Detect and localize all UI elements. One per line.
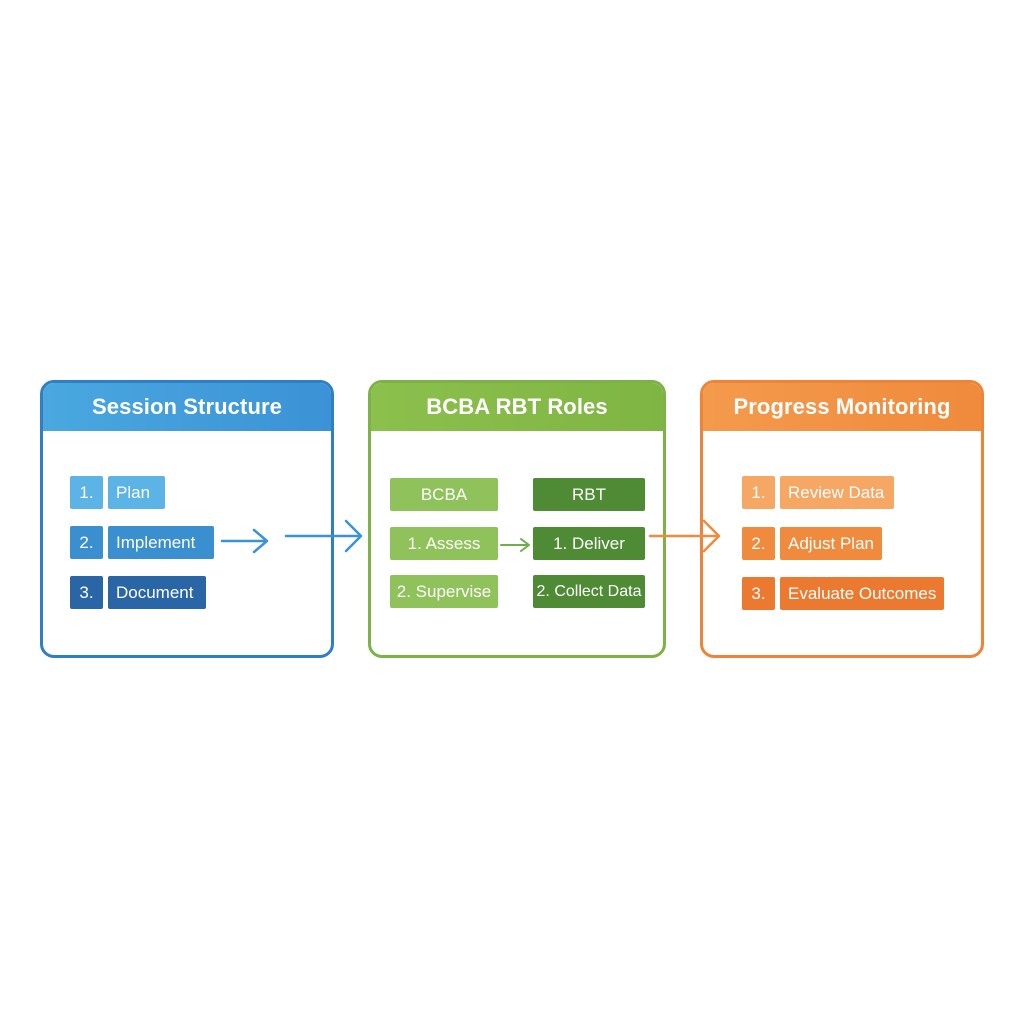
bcba-item-assess: 1. Assess — [390, 527, 498, 560]
progress-monitoring-title: Progress Monitoring — [703, 383, 981, 431]
session-step-implement: Implement — [108, 526, 214, 559]
progress-step-3-number: 3. — [742, 577, 775, 610]
progress-step-evaluate-outcomes: Evaluate Outcomes — [780, 577, 944, 610]
bcba-header: BCBA — [390, 478, 498, 511]
session-step-1-number: 1. — [70, 476, 103, 509]
progress-step-adjust-plan: Adjust Plan — [780, 527, 882, 560]
bcba-item-supervise: 2. Supervise — [390, 575, 498, 608]
session-structure-title: Session Structure — [43, 383, 331, 431]
rbt-item-deliver: 1. Deliver — [533, 527, 645, 560]
progress-step-1-number: 1. — [742, 476, 775, 509]
rbt-header: RBT — [533, 478, 645, 511]
session-step-plan: Plan — [108, 476, 165, 509]
progress-step-review-data: Review Data — [780, 476, 894, 509]
progress-monitoring-panel: Progress Monitoring — [700, 380, 984, 658]
session-structure-panel: Session Structure — [40, 380, 334, 658]
rbt-item-collect-data: 2. Collect Data — [533, 575, 645, 608]
session-step-document: Document — [108, 576, 206, 609]
bcba-rbt-roles-title: BCBA RBT Roles — [371, 383, 663, 431]
session-step-3-number: 3. — [70, 576, 103, 609]
bcba-rbt-roles-panel: BCBA RBT Roles — [368, 380, 666, 658]
progress-step-2-number: 2. — [742, 527, 775, 560]
session-step-2-number: 2. — [70, 526, 103, 559]
